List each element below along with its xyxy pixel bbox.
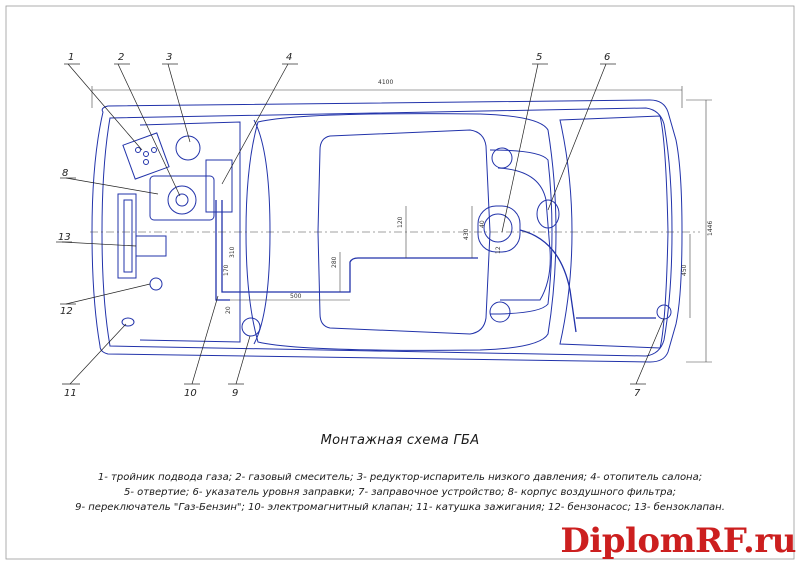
dim-120-label: 120 bbox=[397, 216, 404, 228]
dim-500-label: 500 bbox=[290, 293, 302, 300]
car-outline bbox=[91, 99, 683, 363]
battery-cell bbox=[151, 147, 157, 153]
gas-pipe bbox=[221, 200, 478, 293]
battery-cell bbox=[143, 151, 149, 157]
dim-310-label: 310 bbox=[229, 246, 236, 258]
petrol-valve bbox=[135, 235, 167, 257]
dim-40-label: 40 bbox=[479, 220, 486, 228]
dim-width-label: 1446 bbox=[707, 221, 714, 236]
cabin-outline bbox=[245, 113, 557, 351]
battery-cell bbox=[143, 159, 149, 165]
gas-line bbox=[215, 200, 656, 333]
dim-20-label: 20 bbox=[225, 306, 232, 314]
battery-cell bbox=[135, 147, 141, 153]
callout-13: 13 bbox=[58, 232, 71, 243]
watermark-logo: DiplomRF.ru bbox=[560, 521, 796, 561]
gas-tank-inner bbox=[483, 213, 513, 243]
callout-8: 8 bbox=[62, 168, 68, 179]
callout-7: 7 bbox=[634, 388, 641, 399]
tank-frame bbox=[497, 167, 551, 301]
gas-mixer-core bbox=[175, 193, 189, 207]
dim-280-label: 280 bbox=[331, 256, 338, 268]
callout-10: 10 bbox=[184, 388, 197, 399]
callout-2: 2 bbox=[118, 52, 124, 63]
gas-mixer bbox=[167, 185, 197, 215]
callout-9: 9 bbox=[232, 388, 238, 399]
body-outline bbox=[91, 99, 683, 363]
callout-labels: 1 2 3 4 5 6 7 8 9 10 11 12 13 bbox=[58, 52, 641, 399]
dim-170-label: 170 bbox=[223, 264, 230, 276]
heater bbox=[205, 159, 233, 213]
legend-line-3: 9- переключатель "Газ-Бензин"; 10- элект… bbox=[75, 502, 725, 513]
trunk-lid bbox=[559, 115, 669, 349]
filling-device bbox=[656, 304, 672, 320]
radiator bbox=[117, 193, 137, 279]
fuel-pump bbox=[149, 277, 163, 291]
battery bbox=[122, 132, 170, 180]
dim-450-label: 450 bbox=[681, 264, 688, 276]
callout-4: 4 bbox=[286, 52, 292, 63]
radiator-core bbox=[123, 199, 133, 273]
gas-tank bbox=[477, 205, 521, 253]
dim-430-label: 430 bbox=[463, 228, 470, 240]
callout-6: 6 bbox=[604, 52, 610, 63]
sheet-frame bbox=[5, 5, 795, 560]
dim-12-label: 12 bbox=[495, 246, 502, 254]
callout-11: 11 bbox=[64, 388, 77, 399]
roof-panel bbox=[317, 129, 491, 335]
dimension-lines bbox=[90, 86, 712, 363]
air-filter-housing bbox=[149, 175, 215, 221]
legend-line-2: 5- отвертие; 6- указатель уровня заправк… bbox=[124, 487, 676, 498]
rear-seat bbox=[489, 149, 553, 315]
gas-petrol-switch bbox=[241, 317, 261, 337]
components bbox=[121, 132, 672, 337]
callout-12: 12 bbox=[60, 306, 73, 317]
ignition-coil bbox=[121, 317, 135, 327]
opening bbox=[491, 147, 513, 169]
diagram-title: Монтажная схема ГБА bbox=[320, 433, 480, 448]
dimension-labels: 4100 1446 500 280 120 430 40 450 310 170… bbox=[223, 79, 714, 314]
gas-pipe-2 bbox=[215, 200, 230, 301]
callout-5: 5 bbox=[536, 52, 542, 63]
rear-pipe bbox=[519, 229, 577, 333]
legend-line-1: 1- тройник подвода газа; 2- газовый смес… bbox=[97, 472, 703, 483]
dim-length-label: 4100 bbox=[378, 79, 393, 86]
reducer-evaporator bbox=[175, 135, 201, 161]
callout-leaders bbox=[56, 63, 665, 385]
rear-fitting bbox=[489, 301, 511, 323]
callout-1: 1 bbox=[68, 52, 74, 63]
callout-3: 3 bbox=[166, 52, 172, 63]
